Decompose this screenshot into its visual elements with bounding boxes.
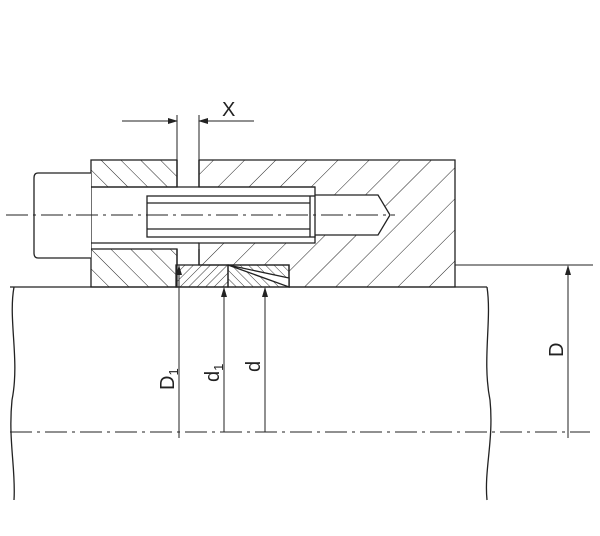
label-D: D xyxy=(546,343,568,357)
shaft xyxy=(10,286,492,501)
label-D1: D1 xyxy=(157,368,181,390)
label-d: d xyxy=(243,361,265,372)
taper-rings xyxy=(175,264,290,288)
diameter-dimensions xyxy=(176,264,593,438)
dimension-x xyxy=(122,115,254,160)
label-d1: d1 xyxy=(202,364,226,382)
label-x: X xyxy=(222,99,235,121)
screw xyxy=(33,172,316,259)
centerlines xyxy=(6,214,590,433)
gap-x xyxy=(176,160,200,265)
outer-collar xyxy=(198,159,456,288)
